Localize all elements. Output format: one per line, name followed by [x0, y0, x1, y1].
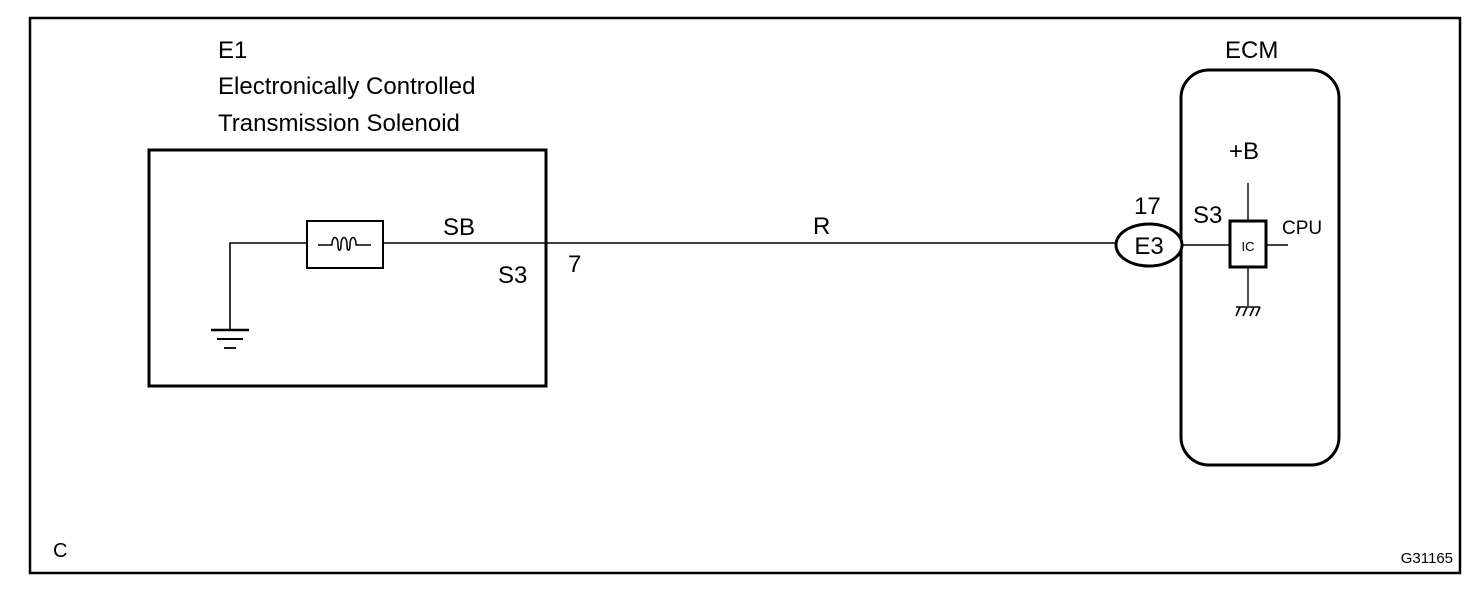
wire-color-sb: SB: [443, 214, 475, 241]
cpu-label: CPU: [1282, 218, 1322, 239]
ground-wire: [229, 242, 307, 330]
figure-code: G31165: [1401, 550, 1453, 567]
ecm-box: [1179, 68, 1341, 467]
e1-pin-number: 7: [568, 251, 581, 278]
ground-symbol-icon: [211, 328, 249, 349]
coil-icon: [318, 236, 371, 251]
ecm-pin-label: S3: [1193, 202, 1222, 229]
corner-letter: C: [53, 540, 67, 562]
wire-color-r: R: [813, 213, 830, 240]
e1-pin-label: S3: [498, 262, 527, 289]
ecm-pin-number: 17: [1134, 193, 1161, 220]
ic-block: [1228, 219, 1268, 269]
ecm-supply-label: +B: [1229, 138, 1259, 165]
solenoid-coil-box: [306, 220, 384, 269]
e1-component-box: [147, 148, 548, 388]
diagram-frame: [28, 16, 1462, 575]
chassis-ground-icon: [1235, 306, 1261, 317]
e1-code: E1: [218, 37, 247, 64]
ic-label: IC: [1242, 239, 1255, 254]
ecm-connector-label: E3: [1134, 233, 1163, 260]
e1-name-line1: Electronically Controlled: [218, 73, 475, 100]
e1-name-line2: Transmission Solenoid: [218, 110, 460, 137]
ecm-title: ECM: [1225, 37, 1278, 64]
